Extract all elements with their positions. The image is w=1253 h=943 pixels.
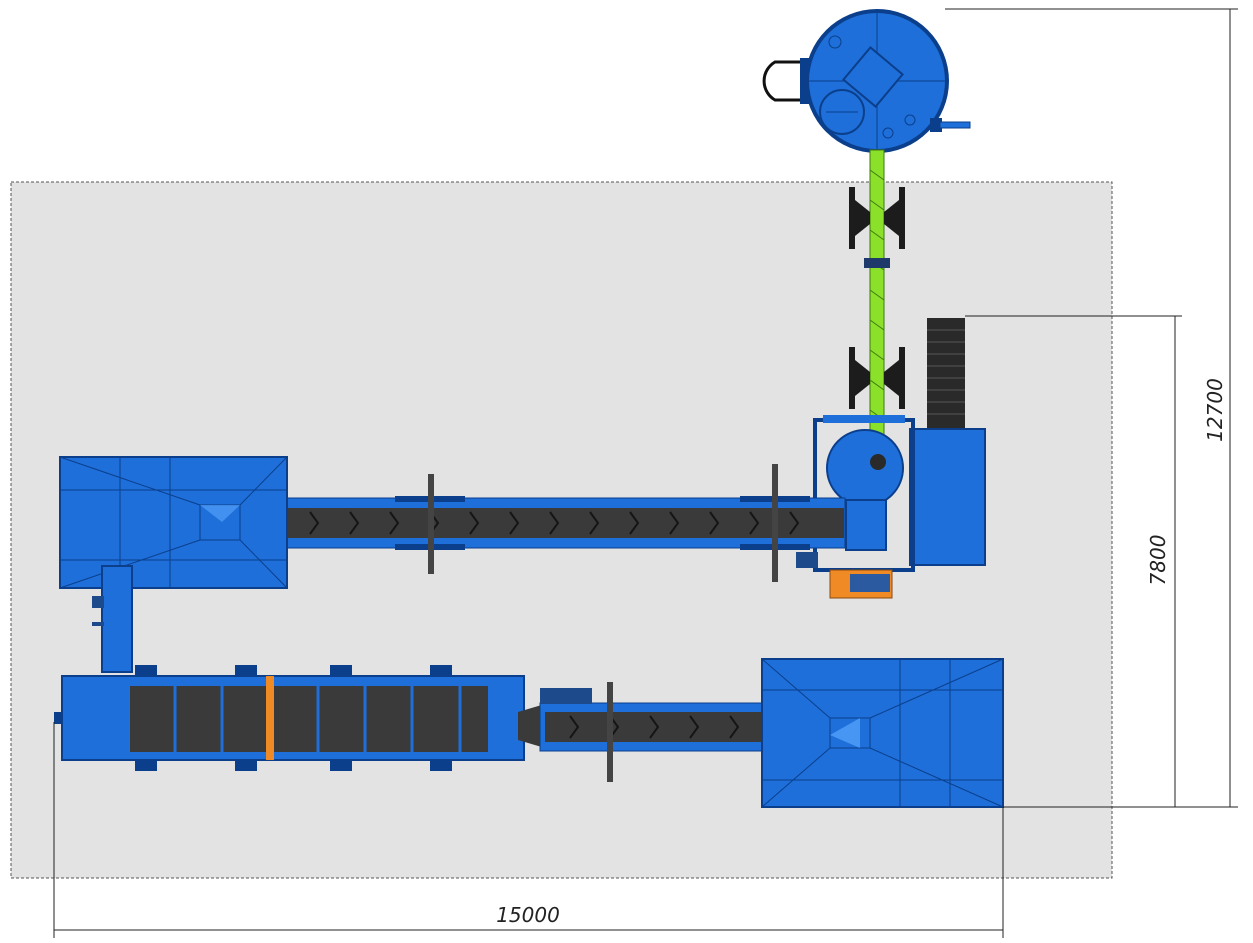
dimension-12700: 12700 bbox=[1203, 378, 1227, 442]
transfer-frame bbox=[813, 415, 915, 572]
dimension-7800: 7800 bbox=[1146, 535, 1170, 586]
dimension-15000: 15000 bbox=[496, 903, 560, 927]
drive-motor-upper bbox=[796, 552, 893, 599]
dimension-lines bbox=[53, 8, 1238, 938]
screw-support-lower bbox=[849, 347, 905, 409]
screw-conveyor bbox=[864, 149, 890, 463]
round-silo bbox=[762, 9, 971, 153]
belt-conveyor-upper bbox=[284, 464, 846, 582]
rotary-drum bbox=[54, 665, 525, 771]
receiving-hopper-left bbox=[59, 456, 288, 589]
receiving-hopper-right bbox=[761, 658, 1004, 808]
control-cabinet bbox=[909, 428, 986, 566]
cooler-radiator bbox=[927, 318, 965, 430]
screw-support-upper bbox=[849, 187, 905, 249]
link-chute bbox=[92, 565, 133, 673]
belt-conveyor-lower bbox=[518, 682, 766, 782]
